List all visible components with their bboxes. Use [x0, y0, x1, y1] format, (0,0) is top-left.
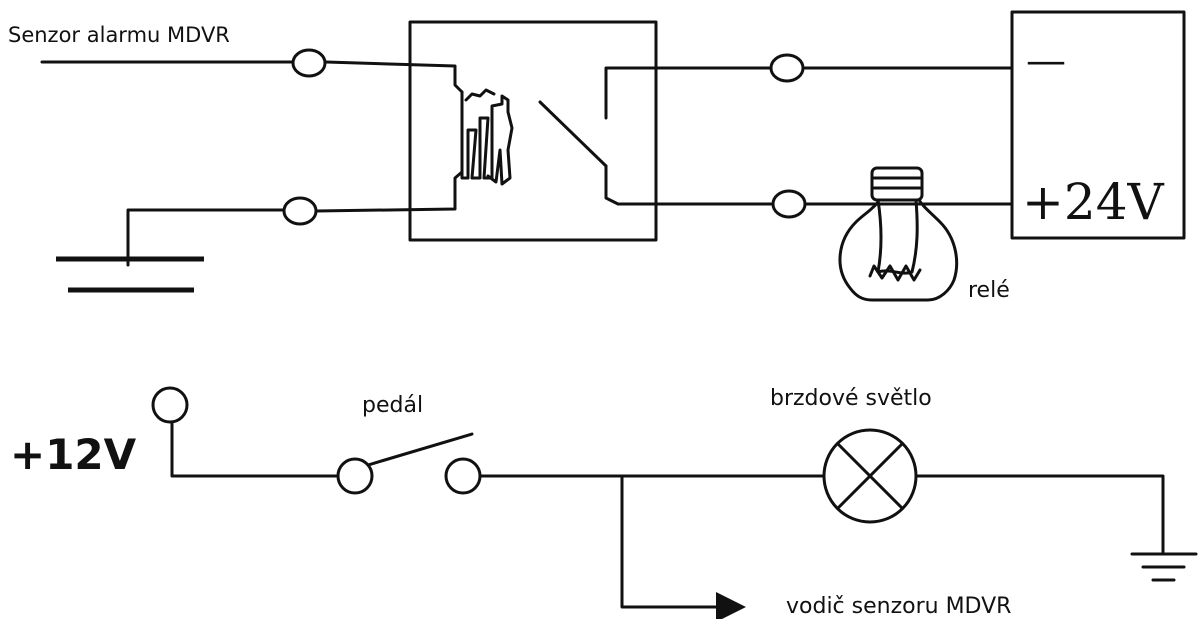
sensor-label: Senzor alarmu MDVR — [8, 23, 230, 47]
sensor-wire-label: vodič senzoru MDVR — [786, 594, 1011, 619]
ground-terminal — [282, 196, 318, 226]
power-supply-minus: — — [1026, 38, 1066, 84]
power-supply-box — [1010, 10, 1186, 240]
power-supply-voltage: +24V — [1022, 173, 1165, 231]
relay-circuit: Senzor alarmu MDVR — [8, 10, 1186, 303]
bulb-label: relé — [968, 278, 1010, 303]
relay-switch-lower-contact — [604, 164, 1014, 206]
relay-switch-upper-contact — [604, 66, 1014, 120]
relay-output-terminal-top — [769, 53, 805, 83]
relay-coil-icon — [460, 88, 514, 186]
brake-circuit: +12V pedál brzdové světlo vodič senzoru … — [10, 386, 1198, 619]
sensor-to-coil-wire — [324, 60, 464, 94]
ground-symbol-icon — [1130, 552, 1198, 582]
pedal-contact-right — [444, 457, 482, 495]
supply-terminal — [151, 386, 189, 424]
sensor-terminal — [291, 48, 327, 78]
pedal-label: pedál — [362, 393, 423, 418]
supply-wire — [170, 420, 340, 478]
lamp-label: brzdové světlo — [770, 386, 932, 411]
ground-wire — [126, 208, 287, 267]
pedal-switch-blade — [366, 432, 474, 467]
lamp-to-ground-wire — [914, 474, 1165, 554]
pedal-contact-left — [336, 457, 374, 495]
ground-to-coil-wire — [314, 170, 464, 213]
brake-lamp-icon — [822, 428, 918, 524]
relay-switch-blade — [538, 100, 608, 168]
sensor-branch-wire — [620, 474, 746, 619]
relay-box — [408, 20, 658, 242]
relay-output-terminal-bottom — [771, 189, 807, 219]
light-bulb-icon — [838, 166, 959, 302]
supply-label: +12V — [10, 430, 137, 479]
